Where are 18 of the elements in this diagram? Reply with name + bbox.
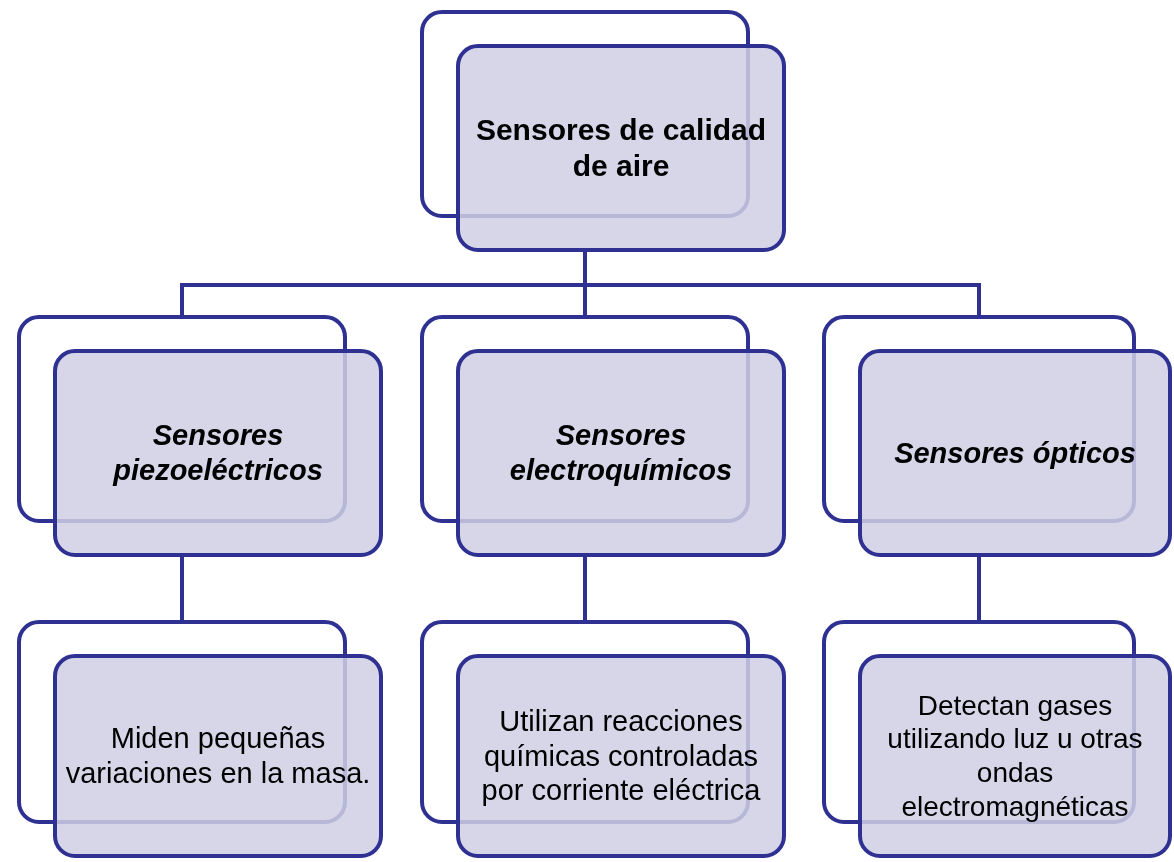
node-text: Sensores piezoeléctricos bbox=[111, 418, 324, 488]
node-text: Miden pequeñas variaciones en la masa. bbox=[65, 721, 371, 791]
connector-line bbox=[180, 557, 184, 620]
stacked-box bbox=[822, 620, 1172, 858]
stacked-box bbox=[822, 315, 1172, 557]
stacked-box bbox=[17, 315, 383, 557]
node-text: Utilizan reacciones químicas controladas por corriente eléctrica bbox=[480, 703, 762, 809]
stacked-box bbox=[17, 620, 383, 858]
stacked-box bbox=[420, 620, 786, 858]
node-text: Detectan gases utilizando luz u otras ondas electromagnéticas bbox=[886, 688, 1144, 824]
connector-line bbox=[583, 252, 981, 315]
stacked-box bbox=[420, 10, 786, 252]
connector-line bbox=[583, 557, 587, 620]
connector-line bbox=[977, 557, 981, 620]
node-text: Sensores ópticos bbox=[894, 435, 1136, 471]
node-text: Sensores de calidad de aire bbox=[474, 112, 768, 184]
node-text: Sensores electroquímicos bbox=[508, 418, 734, 488]
stacked-box bbox=[420, 315, 786, 557]
